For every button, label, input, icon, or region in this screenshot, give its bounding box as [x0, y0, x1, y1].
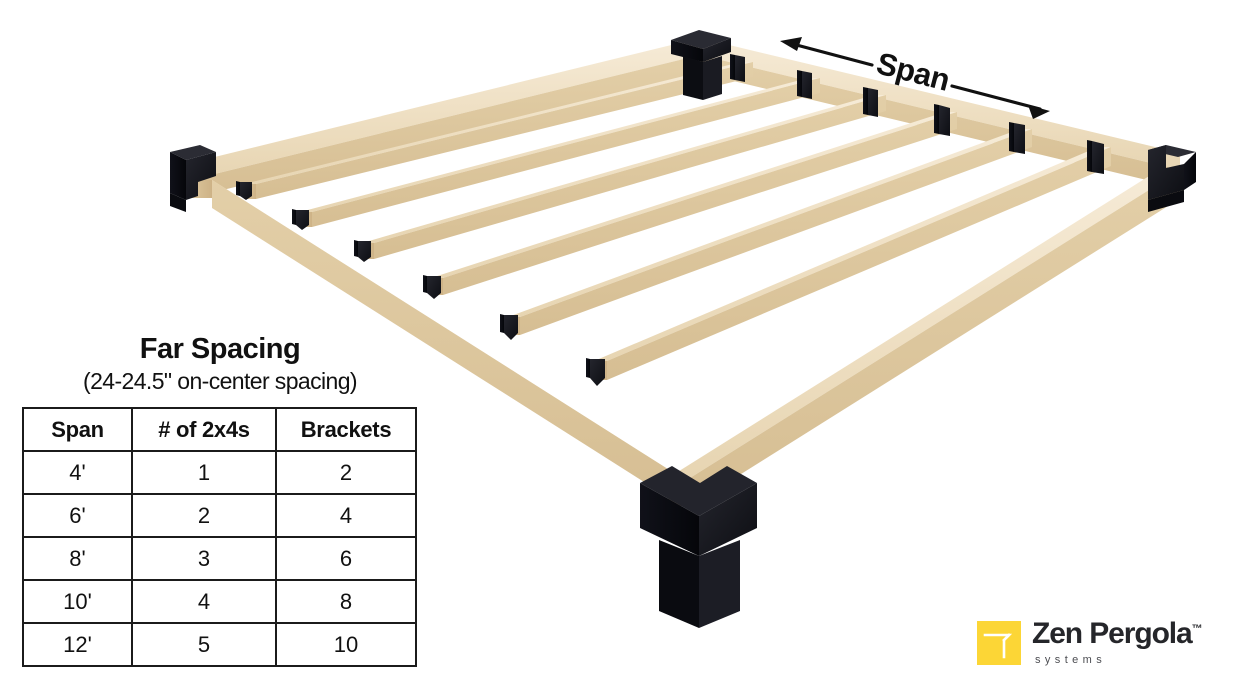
table-header-row: Span # of 2x4s Brackets [22, 407, 417, 453]
rafter-bracket-far-2 [797, 70, 812, 99]
rafter-bracket-far-4 [934, 104, 950, 136]
table-header-num2x4s: # of 2x4s [131, 407, 277, 453]
beam-front-right [668, 168, 1184, 506]
table-header-span: Span [22, 407, 133, 453]
rafter-bracket-near-3 [354, 240, 371, 262]
corner-bracket-back-post [671, 30, 731, 100]
rafter-bracket-near-2 [292, 209, 309, 230]
cell-brackets: 4 [275, 493, 417, 539]
cell-num2x4s: 3 [131, 536, 277, 582]
cell-span: 4' [22, 450, 133, 496]
corner-bracket-right [1148, 145, 1196, 212]
rafter-bracket-group-far [730, 54, 1104, 174]
rafter-bracket-far-1 [730, 54, 745, 82]
cell-brackets: 2 [275, 450, 417, 496]
table-row: 4' 1 2 [22, 450, 417, 496]
table-row: 6' 2 4 [22, 493, 417, 539]
table-row: 10' 4 8 [22, 579, 417, 625]
cell-num2x4s: 1 [131, 450, 277, 496]
rafter-group [244, 62, 1111, 380]
cell-num2x4s: 5 [131, 622, 277, 668]
cell-num2x4s: 2 [131, 493, 277, 539]
table-row: 12' 5 10 [22, 622, 417, 668]
rafter-bracket-group-near [236, 181, 605, 386]
cell-num2x4s: 4 [131, 579, 277, 625]
cell-span: 8' [22, 536, 133, 582]
legend-title: Far Spacing [139, 333, 301, 365]
rafter-bracket-far-6 [1087, 140, 1104, 174]
corner-bracket-left [170, 145, 216, 212]
cell-brackets: 6 [275, 536, 417, 582]
rafter-bracket-near-5 [500, 314, 518, 340]
rafter-bracket-near-1 [236, 181, 252, 200]
brand-subtext: systems [1035, 654, 1107, 666]
rafter-bracket-near-6 [586, 358, 605, 386]
cell-brackets: 8 [275, 579, 417, 625]
rafter-bracket-far-3 [863, 87, 878, 117]
table-header-brackets: Brackets [275, 407, 417, 453]
beam-back-left [190, 38, 700, 198]
cell-brackets: 10 [275, 622, 417, 668]
corner-bracket-front-post [640, 466, 757, 628]
brand-name: Zen Pergola™ [1032, 619, 1203, 649]
pergola-mark-icon [977, 621, 1021, 665]
brand-wordmark: Zen Pergola™ systems [1032, 618, 1203, 667]
rafter-bracket-near-4 [423, 275, 441, 299]
rafter-bracket-far-5 [1009, 122, 1025, 154]
cell-span: 10' [22, 579, 133, 625]
spacing-table: Span # of 2x4s Brackets 4' 1 2 6' 2 4 8' [22, 407, 417, 668]
brand-name-text: Zen Pergola [1032, 617, 1193, 650]
cell-span: 6' [22, 493, 133, 539]
trademark-symbol: ™ [1191, 623, 1203, 635]
legend-subtitle: (24-24.5" on-center spacing) [83, 368, 358, 395]
table-row: 8' 3 6 [22, 536, 417, 582]
cell-span: 12' [22, 622, 133, 668]
spacing-legend: Far Spacing (24-24.5" on-center spacing)… [22, 333, 418, 668]
brand-logo: Zen Pergola™ systems [977, 618, 1203, 666]
